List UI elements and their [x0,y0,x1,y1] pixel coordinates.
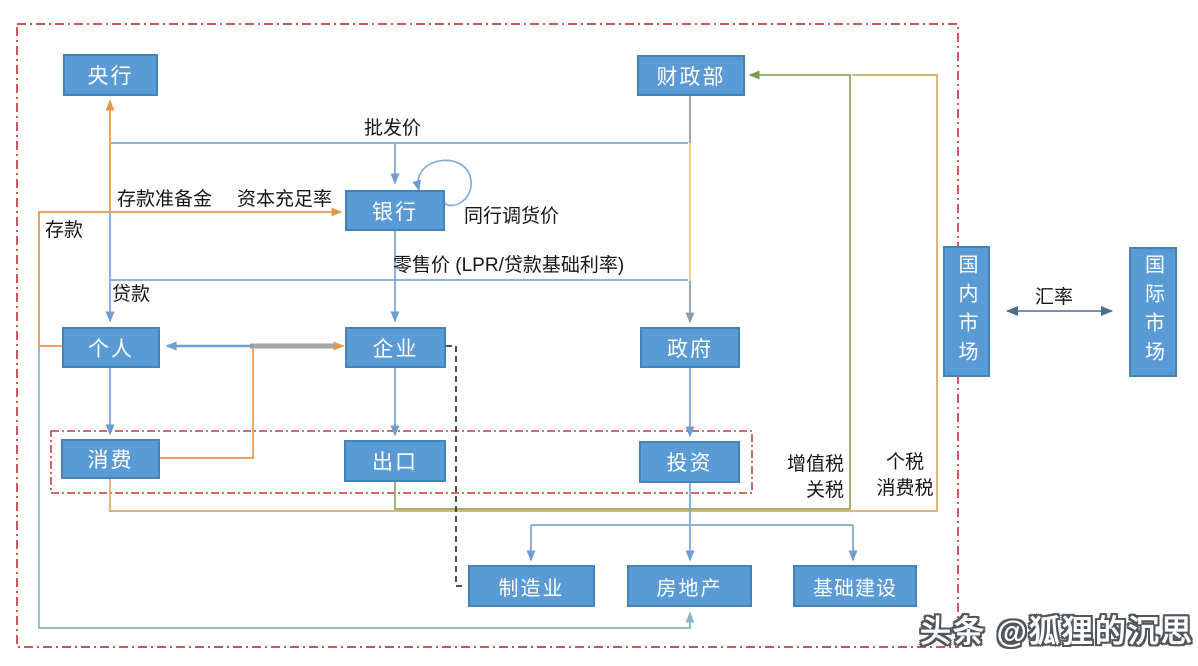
edge-individual-to-real-estate [38,346,695,629]
node-central-bank: 央行 [63,54,158,96]
demand-group-box [50,430,753,494]
node-mof: 财政部 [637,55,745,96]
node-real-estate: 房地产 [627,565,752,607]
label-wholesale-price: 批发价 [364,118,422,139]
label-exchange-rate: 汇率 [1035,287,1074,308]
edge-consumption-tax-to-mof [109,74,938,512]
label-loan: 贷款 [112,284,151,305]
node-investment: 投资 [639,441,740,483]
edge-vat-tariff-to-mof [394,70,851,510]
edge-deposit-individual-to-bank [38,207,343,347]
node-international-market: 国际市场 [1129,247,1177,377]
edge-enterprise-manufacturing-dashed [446,345,466,587]
label-interbank-price: 同行调货价 [464,206,560,227]
label-retail-price: 零售价 (LPR/贷款基础利率) [393,255,625,276]
label-deposit: 存款 [45,220,84,241]
node-individual: 个人 [62,327,160,368]
edge-consumption-to-enterprise [160,341,345,459]
label-consumption-tax: 消费税 [876,478,934,499]
node-export: 出口 [344,440,446,482]
label-tariff: 关税 [805,480,844,501]
node-bank: 银行 [345,190,445,231]
node-consumption: 消费 [61,439,160,479]
label-income-consumption-tax: 个税 消费税 [872,450,938,502]
node-government: 政府 [640,327,740,368]
label-reserve-requirement: 存款准备金 [117,189,213,210]
node-enterprise: 企业 [345,327,446,368]
label-vat: 增值税 [786,454,844,475]
outer-boundary-box [16,23,959,648]
watermark: 头条 @狐狸的沉思 [920,614,1194,649]
label-income-tax: 个税 [885,452,924,473]
label-capital-adequacy: 资本充足率 [237,189,333,210]
node-manufacturing: 制造业 [468,565,595,607]
node-domestic-market: 国内市场 [943,246,990,377]
node-infrastructure: 基础建设 [793,565,917,607]
label-vat-tariff: 增值税 关税 [768,452,844,504]
edge-interbank-loop [412,159,472,207]
